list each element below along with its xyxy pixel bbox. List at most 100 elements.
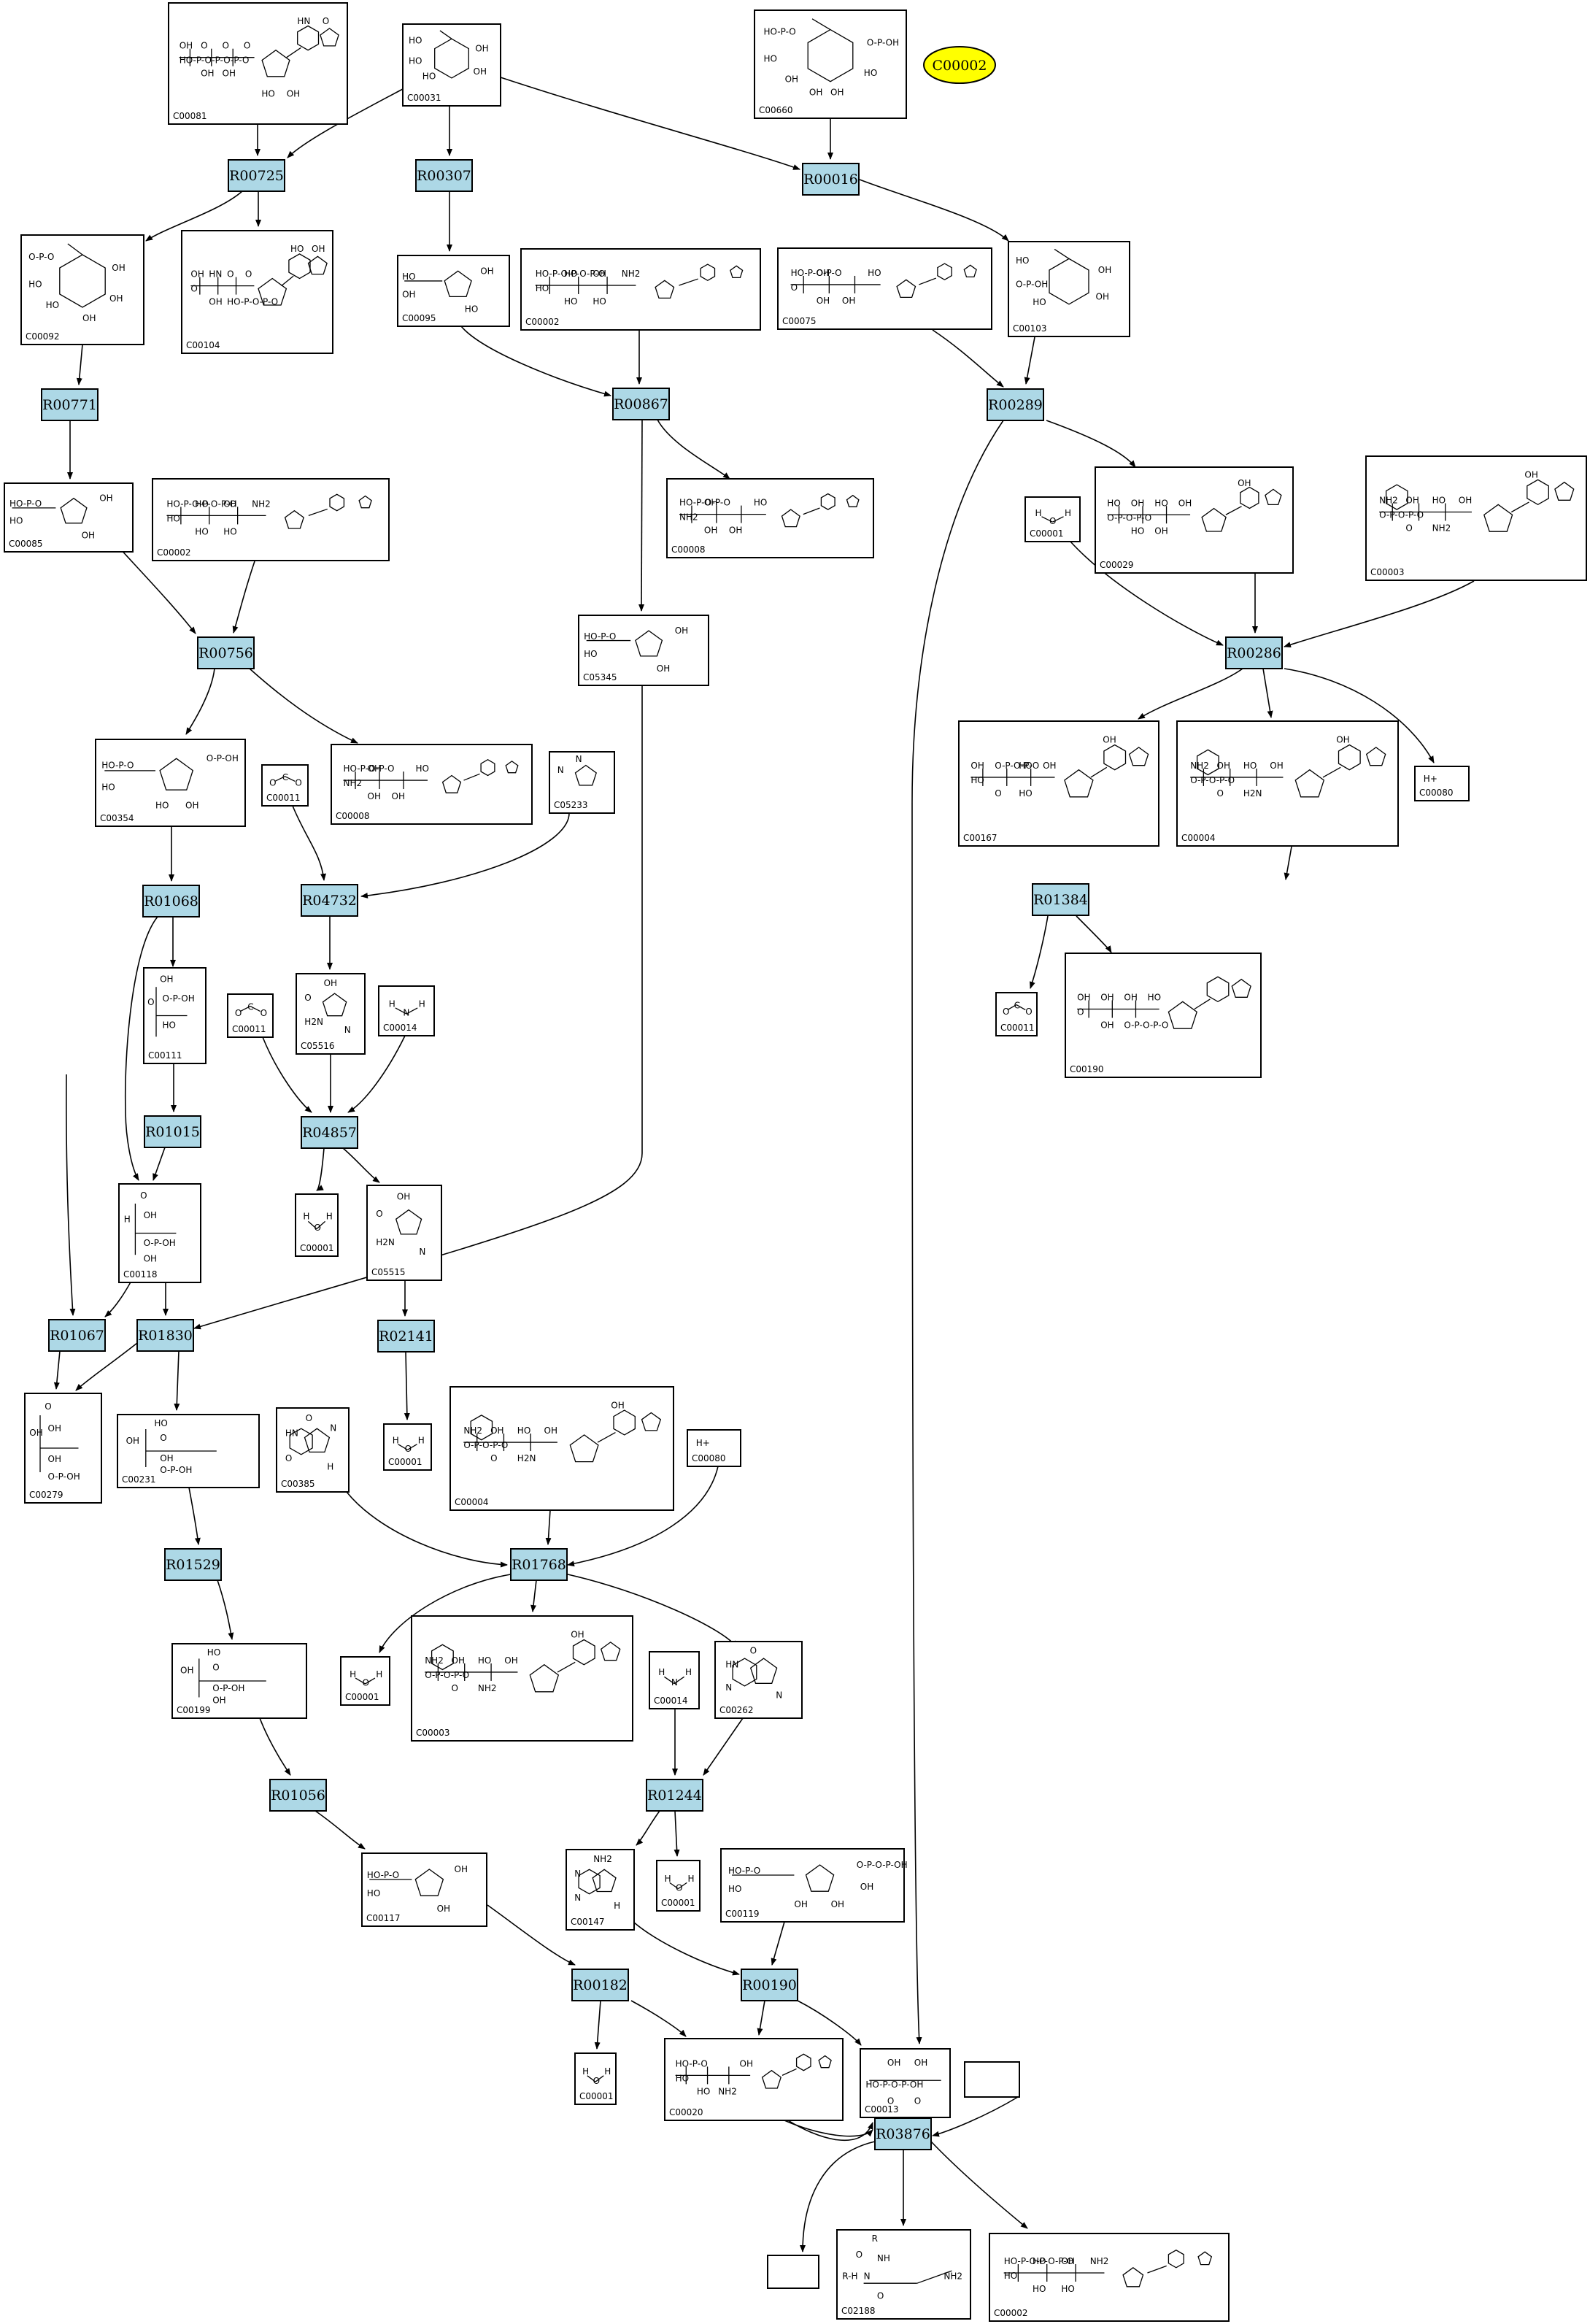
atom-label: OH bbox=[287, 89, 300, 99]
reaction-box bbox=[197, 636, 255, 669]
reaction-edge bbox=[174, 1350, 180, 1411]
atom-label: O bbox=[235, 1008, 242, 1018]
compound-node[interactable] bbox=[767, 2255, 819, 2289]
reaction-edge bbox=[76, 344, 83, 385]
compound-node[interactable] bbox=[964, 2061, 1020, 2098]
reaction-node[interactable]: R00307 bbox=[415, 159, 473, 192]
reaction-node[interactable]: R00289 bbox=[987, 388, 1044, 421]
atom-label: OH bbox=[185, 800, 198, 810]
reaction-node[interactable]: R00182 bbox=[571, 1969, 629, 2001]
structure-bond bbox=[761, 2069, 782, 2089]
compound-id: C00014 bbox=[383, 1023, 417, 1033]
reaction-node[interactable]: R03876 bbox=[874, 2117, 932, 2150]
structure-bond bbox=[635, 630, 663, 657]
reaction-node[interactable]: R01384 bbox=[1032, 883, 1089, 916]
atom-label: OH bbox=[675, 626, 688, 636]
reaction-node[interactable]: R00190 bbox=[741, 1969, 798, 2001]
reaction-node[interactable]: R01529 bbox=[164, 1548, 222, 1581]
atom-label: OH bbox=[160, 1453, 173, 1463]
structure-bond bbox=[805, 1864, 835, 1892]
compound-node[interactable]: H+C00080 bbox=[1414, 766, 1470, 801]
compound-id: C05516 bbox=[301, 1041, 335, 1051]
reaction-node[interactable]: R04732 bbox=[301, 884, 358, 917]
reaction-node[interactable]: R01067 bbox=[48, 1319, 106, 1352]
compound-id: C00011 bbox=[266, 793, 301, 803]
reaction-node[interactable]: R01768 bbox=[510, 1548, 568, 1581]
structure-bond bbox=[1265, 488, 1282, 506]
reaction-node[interactable]: R00771 bbox=[41, 388, 99, 421]
compound-node[interactable]: H+C00080 bbox=[687, 1429, 741, 1467]
reaction-edge bbox=[1262, 668, 1273, 718]
reaction-node[interactable]: R01244 bbox=[646, 1779, 703, 1812]
reaction-node[interactable]: R04857 bbox=[301, 1116, 358, 1149]
reaction-node[interactable]: R00756 bbox=[197, 636, 255, 669]
reaction-node[interactable]: R01015 bbox=[144, 1115, 201, 1148]
reaction-node[interactable]: R02141 bbox=[377, 1320, 435, 1353]
reaction-edge bbox=[1284, 846, 1292, 880]
reaction-node[interactable]: R01068 bbox=[142, 885, 200, 917]
reaction-node[interactable]: R01056 bbox=[269, 1779, 327, 1812]
reaction-node[interactable]: R00725 bbox=[228, 159, 285, 192]
reaction-node[interactable]: R00286 bbox=[1225, 636, 1283, 669]
reaction-node[interactable]: R00867 bbox=[612, 388, 670, 420]
reaction-node[interactable]: R00016 bbox=[802, 163, 860, 196]
structure-bond bbox=[730, 265, 744, 279]
standalone-compound-oval[interactable] bbox=[923, 46, 996, 84]
structure-bond bbox=[304, 1428, 331, 1453]
standalone-compound-label: C00002 bbox=[933, 58, 987, 74]
structure-bond bbox=[732, 1658, 757, 1687]
reaction-node[interactable]: R01830 bbox=[136, 1319, 194, 1352]
structure-bond bbox=[355, 1677, 366, 1685]
